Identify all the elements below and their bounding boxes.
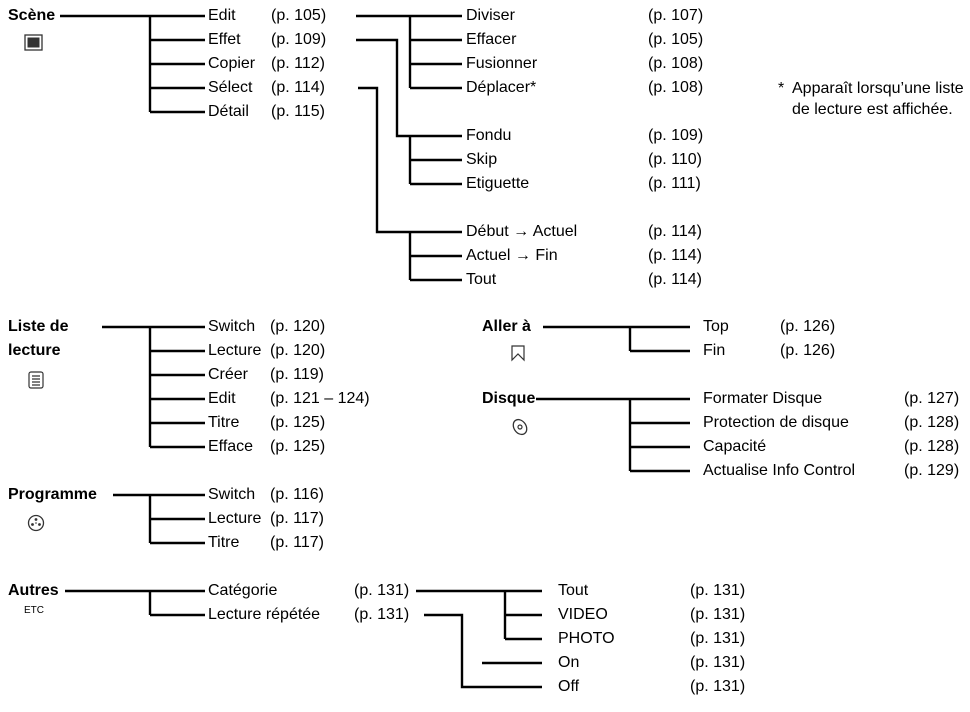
effet-sub-page: (p. 110) [648,151,702,168]
goto-item-page: (p. 126) [780,342,836,359]
playlist-item-label: Efface [208,438,254,455]
others-item-page: (p. 131) [354,606,410,623]
scene-item-page: (p. 109) [271,31,327,48]
edit-sub-label: Effacer [466,31,517,48]
playlist-item-page: (p. 125) [270,414,326,431]
program-item-page: (p. 116) [270,486,324,503]
edit-sub-page: (p. 107) [648,7,704,24]
repeat-sub-label: On [558,654,580,671]
playlist-item-label: Titre [208,414,240,431]
category-sub-page: (p. 131) [690,606,746,623]
effet-sub-page: (p. 111) [648,175,701,192]
disc-item-page: (p. 127) [904,390,960,407]
scene-item-page: (p. 112) [271,55,325,72]
category-sub-label: VIDEO [558,606,608,623]
category-sub-page: (p. 131) [690,582,746,599]
select-sub-label: Tout [466,271,497,288]
footnote-text: Apparaît lorsqu’une liste de lecture est… [792,80,964,118]
disc-item-page: (p. 128) [904,414,960,431]
disc-label: Disque [482,390,536,407]
playlist-icon [28,371,44,394]
goto-icon [510,344,526,367]
scene-item-page: (p. 115) [271,103,325,120]
select-sub-label: Début → Actuel [466,223,578,240]
scene-item-label: Détail [208,103,249,120]
others-item-page: (p. 131) [354,582,410,599]
others-label: Autres [8,582,59,599]
effet-sub-label: Etiguette [466,175,530,192]
category-sub-label: Tout [558,582,589,599]
edit-sub-label: Diviser [466,7,515,24]
program-item-label: Titre [208,534,240,551]
program-label: Programme [8,486,97,503]
footnote-asterisk: * [778,80,785,97]
disc-item-label: Capacité [703,438,767,455]
playlist-item-label: Lecture [208,342,262,359]
select-sub-label: Actuel → Fin [466,247,558,264]
scene-label: Scène [8,7,56,24]
select-sub-page: (p. 114) [648,247,702,264]
goto-item-label: Top [703,318,729,335]
edit-sub-page: (p. 108) [648,55,704,72]
program-icon [27,514,45,537]
scene-item-label: Copier [208,55,256,72]
repeat-sub-label: Off [558,678,580,695]
program-item-label: Switch [208,486,256,503]
disc-item-label: Actualise Info Control [703,462,856,479]
disc-item-label: Formater Disque [703,390,823,407]
playlist-item-page: (p. 125) [270,438,326,455]
playlist-item-label: Switch [208,318,256,335]
program-item-page: (p. 117) [270,510,324,527]
disc-item-label: Protection de disque [703,414,849,431]
playlist-item-label: Créer [208,366,249,383]
goto-item-label: Fin [703,342,726,359]
repeat-sub-page: (p. 131) [690,654,746,671]
edit-sub-label: Déplacer* [466,79,537,96]
scene-item-label: Edit [208,7,236,24]
edit-sub-page: (p. 105) [648,31,704,48]
others-item-label: Lecture répétée [208,606,321,623]
scene-item-page: (p. 114) [271,79,325,96]
others-item-label: Catégorie [208,582,278,599]
playlist-label-line2: lecture [8,342,61,359]
playlist-item-page: (p. 120) [270,342,326,359]
category-sub-label: PHOTO [558,630,615,647]
scene-icon [24,34,43,56]
select-sub-page: (p. 114) [648,271,702,288]
effet-sub-page: (p. 109) [648,127,704,144]
disc-icon [511,418,529,441]
repeat-sub-page: (p. 131) [690,678,746,695]
playlist-label-line1: Liste de [8,318,69,335]
playlist-item-page: (p. 121 – 124) [270,390,370,407]
effet-sub-label: Fondu [466,127,512,144]
scene-item-label: Sélect [208,79,253,96]
playlist-item-page: (p. 119) [270,366,324,383]
disc-item-page: (p. 129) [904,462,960,479]
goto-label: Aller à [482,318,531,335]
edit-sub-page: (p. 108) [648,79,704,96]
playlist-item-page: (p. 120) [270,318,326,335]
scene-item-page: (p. 105) [271,7,327,24]
program-item-label: Lecture [208,510,262,527]
edit-sub-label: Fusionner [466,55,538,72]
disc-item-page: (p. 128) [904,438,960,455]
program-item-page: (p. 117) [270,534,324,551]
goto-item-page: (p. 126) [780,318,836,335]
effet-sub-label: Skip [466,151,498,168]
playlist-item-label: Edit [208,390,236,407]
others-icon-etc: ETC [24,605,44,616]
select-sub-page: (p. 114) [648,223,702,240]
scene-item-label: Effet [208,31,241,48]
category-sub-page: (p. 131) [690,630,746,647]
